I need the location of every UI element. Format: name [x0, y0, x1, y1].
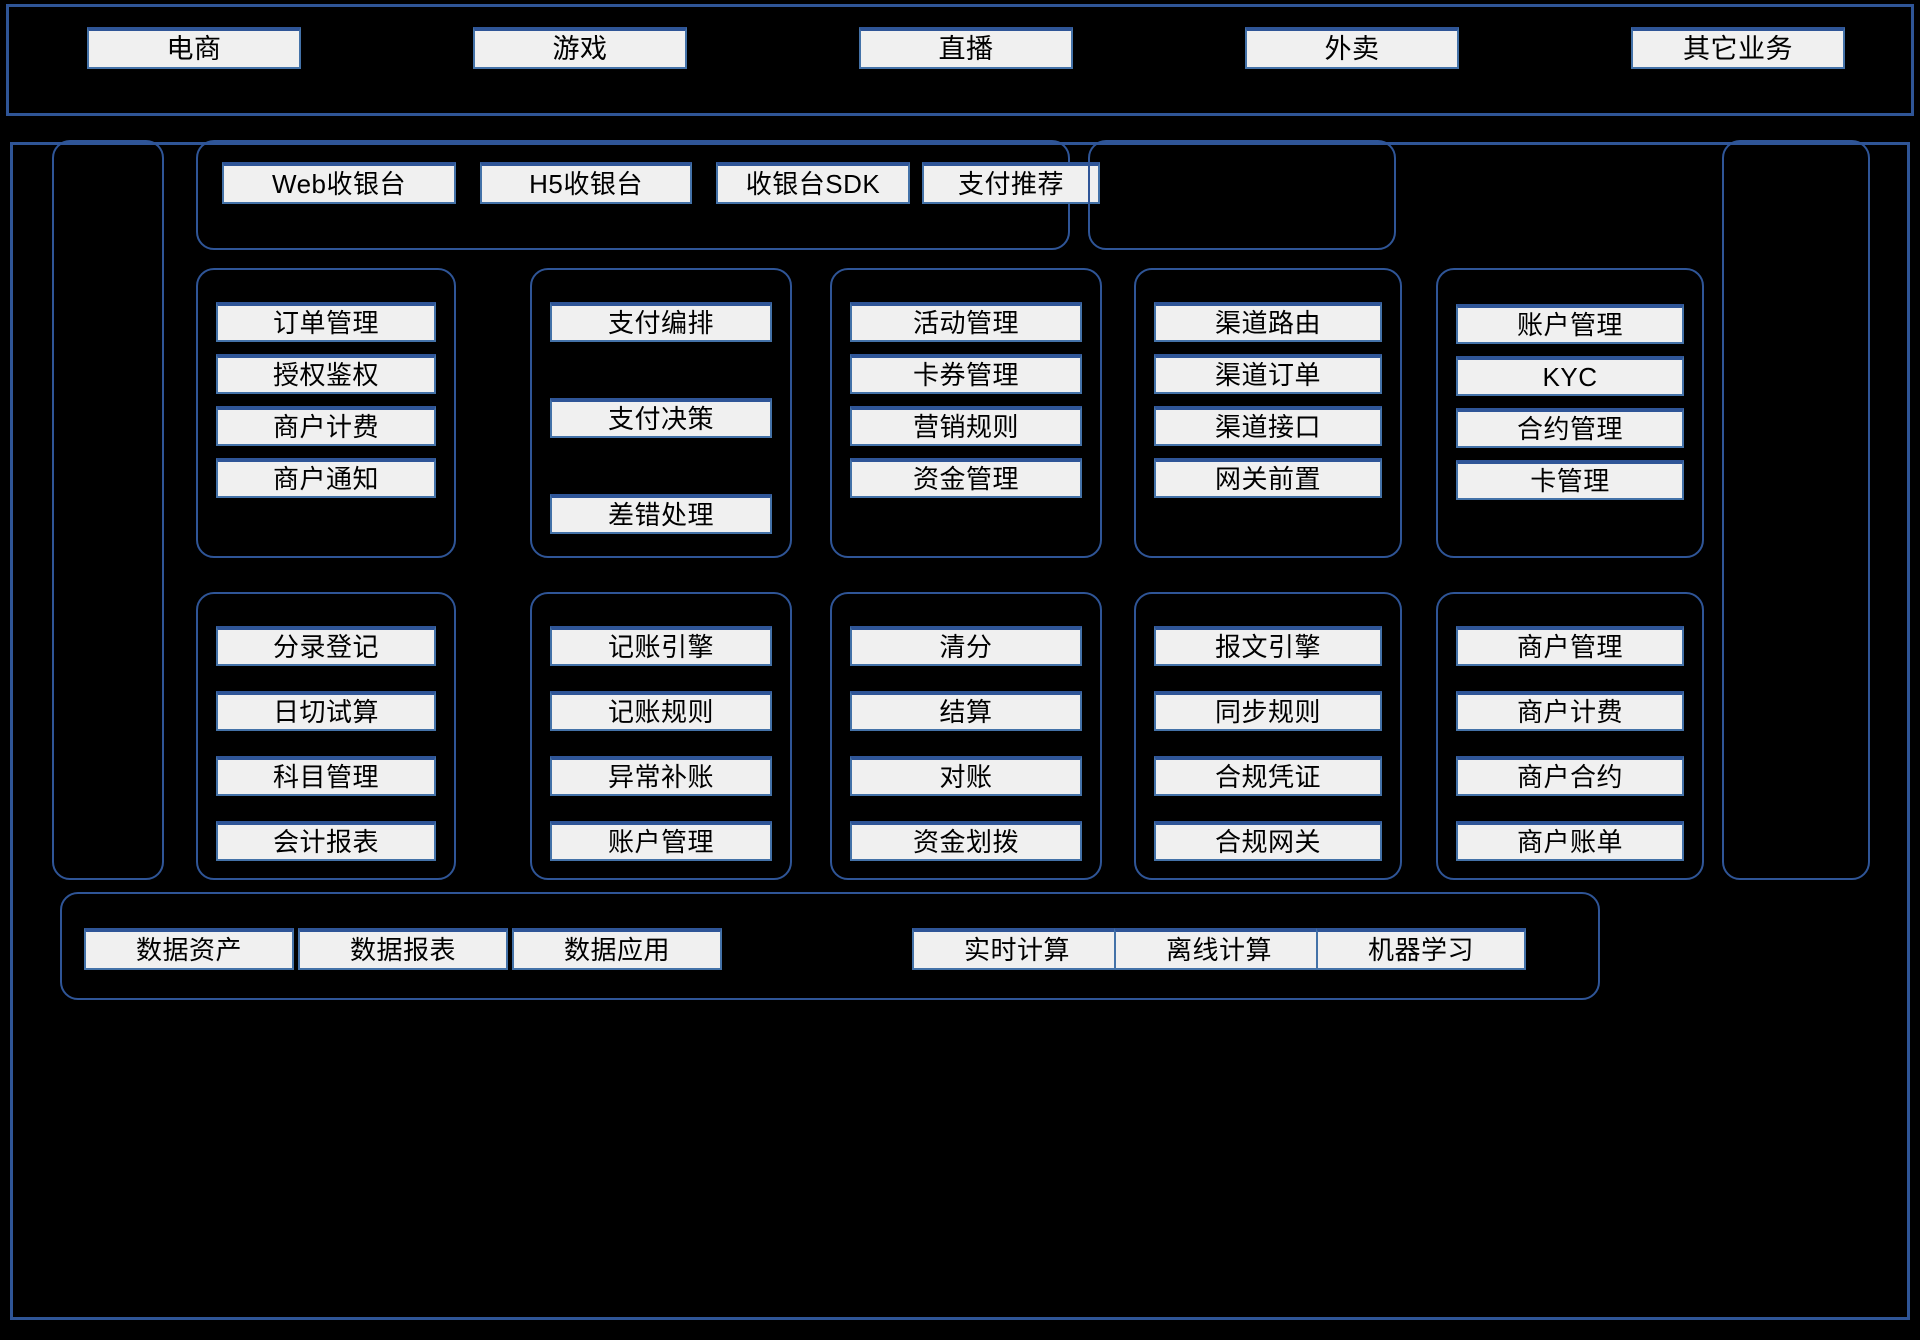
chip-channel-api[interactable]: 渠道接口 [1154, 406, 1382, 446]
chip-realtime-compute[interactable]: 实时计算 [912, 928, 1122, 970]
chip-account-management-2[interactable]: 账户管理 [550, 821, 772, 861]
chip-data-apps[interactable]: 数据应用 [512, 928, 722, 970]
chip-account-management[interactable]: 账户管理 [1456, 304, 1684, 344]
chip-machine-learning[interactable]: 机器学习 [1316, 928, 1526, 970]
chip-merchant-notify[interactable]: 商户通知 [216, 458, 436, 498]
chip-order-management[interactable]: 订单管理 [216, 302, 436, 342]
chip-daily-cutoff[interactable]: 日切试算 [216, 691, 436, 731]
chip-bookkeeping-engine[interactable]: 记账引擎 [550, 626, 772, 666]
business-line-livestream[interactable]: 直播 [859, 27, 1073, 69]
cashier-h5[interactable]: H5收银台 [480, 162, 692, 204]
cashier-sdk[interactable]: 收银台SDK [716, 162, 910, 204]
group-accounting: 分录登记 日切试算 科目管理 会计报表 [196, 592, 456, 880]
group-marketing: 活动管理 卡券管理 营销规则 资金管理 [830, 268, 1102, 558]
chip-subject-management[interactable]: 科目管理 [216, 756, 436, 796]
cashier-web[interactable]: Web收银台 [222, 162, 456, 204]
chip-merchant-contract[interactable]: 商户合约 [1456, 756, 1684, 796]
chip-channel-order[interactable]: 渠道订单 [1154, 354, 1382, 394]
left-rail-column [52, 140, 164, 880]
group-account-contract: 账户管理 KYC 合约管理 卡管理 [1436, 268, 1704, 558]
group-compliance: 报文引擎 同步规则 合规凭证 合规网关 [1134, 592, 1402, 880]
chip-campaign-management[interactable]: 活动管理 [850, 302, 1082, 342]
chip-marketing-rules[interactable]: 营销规则 [850, 406, 1082, 446]
chip-sync-rules[interactable]: 同步规则 [1154, 691, 1382, 731]
group-bookkeeping: 记账引擎 记账规则 异常补账 账户管理 [530, 592, 792, 880]
chip-accounting-report[interactable]: 会计报表 [216, 821, 436, 861]
chip-offline-compute[interactable]: 离线计算 [1114, 928, 1324, 970]
chip-authorization[interactable]: 授权鉴权 [216, 354, 436, 394]
aux-empty-group [1088, 140, 1396, 250]
group-clearing-settlement: 清分 结算 对账 资金划拨 [830, 592, 1102, 880]
group-merchant-center: 商户管理 商户计费 商户合约 商户账单 [1436, 592, 1704, 880]
chip-merchant-billing-2[interactable]: 商户计费 [1456, 691, 1684, 731]
chip-exception-makeup[interactable]: 异常补账 [550, 756, 772, 796]
chip-error-handling[interactable]: 差错处理 [550, 494, 772, 534]
chip-message-engine[interactable]: 报文引擎 [1154, 626, 1382, 666]
business-line-bar: 电商 游戏 直播 外卖 其它业务 [6, 4, 1914, 116]
chip-reconciliation[interactable]: 对账 [850, 756, 1082, 796]
chip-coupon-management[interactable]: 卡券管理 [850, 354, 1082, 394]
chip-clearing[interactable]: 清分 [850, 626, 1082, 666]
chip-kyc[interactable]: KYC [1456, 356, 1684, 396]
chip-merchant-billing[interactable]: 商户计费 [216, 406, 436, 446]
chip-entry-registration[interactable]: 分录登记 [216, 626, 436, 666]
business-line-takeout[interactable]: 外卖 [1245, 27, 1459, 69]
platform-container [10, 142, 1910, 1320]
chip-compliance-gateway[interactable]: 合规网关 [1154, 821, 1382, 861]
business-line-games[interactable]: 游戏 [473, 27, 687, 69]
chip-contract-management[interactable]: 合约管理 [1456, 408, 1684, 448]
group-transaction-core: 订单管理 授权鉴权 商户计费 商户通知 [196, 268, 456, 558]
chip-merchant-bill[interactable]: 商户账单 [1456, 821, 1684, 861]
chip-data-reports[interactable]: 数据报表 [298, 928, 508, 970]
chip-settlement[interactable]: 结算 [850, 691, 1082, 731]
chip-merchant-management[interactable]: 商户管理 [1456, 626, 1684, 666]
chip-card-management[interactable]: 卡管理 [1456, 460, 1684, 500]
chip-payment-orchestration[interactable]: 支付编排 [550, 302, 772, 342]
chip-fund-transfer[interactable]: 资金划拨 [850, 821, 1082, 861]
chip-bookkeeping-rules[interactable]: 记账规则 [550, 691, 772, 731]
business-line-other[interactable]: 其它业务 [1631, 27, 1845, 69]
group-channel-gateway: 渠道路由 渠道订单 渠道接口 网关前置 [1134, 268, 1402, 558]
cashier-group: Web收银台 H5收银台 收银台SDK 支付推荐 [196, 140, 1100, 250]
business-line-ecommerce[interactable]: 电商 [87, 27, 301, 69]
data-platform-group: 数据资产 数据报表 数据应用 实时计算 离线计算 机器学习 [60, 892, 1600, 1000]
chip-data-assets[interactable]: 数据资产 [84, 928, 294, 970]
right-rail-column [1722, 140, 1870, 880]
chip-payment-decision[interactable]: 支付决策 [550, 398, 772, 438]
group-payment-orchestration: 支付编排 支付决策 差错处理 [530, 268, 792, 558]
chip-compliance-voucher[interactable]: 合规凭证 [1154, 756, 1382, 796]
payment-recommend[interactable]: 支付推荐 [922, 162, 1100, 204]
chip-gateway-frontend[interactable]: 网关前置 [1154, 458, 1382, 498]
chip-fund-management[interactable]: 资金管理 [850, 458, 1082, 498]
chip-channel-routing[interactable]: 渠道路由 [1154, 302, 1382, 342]
